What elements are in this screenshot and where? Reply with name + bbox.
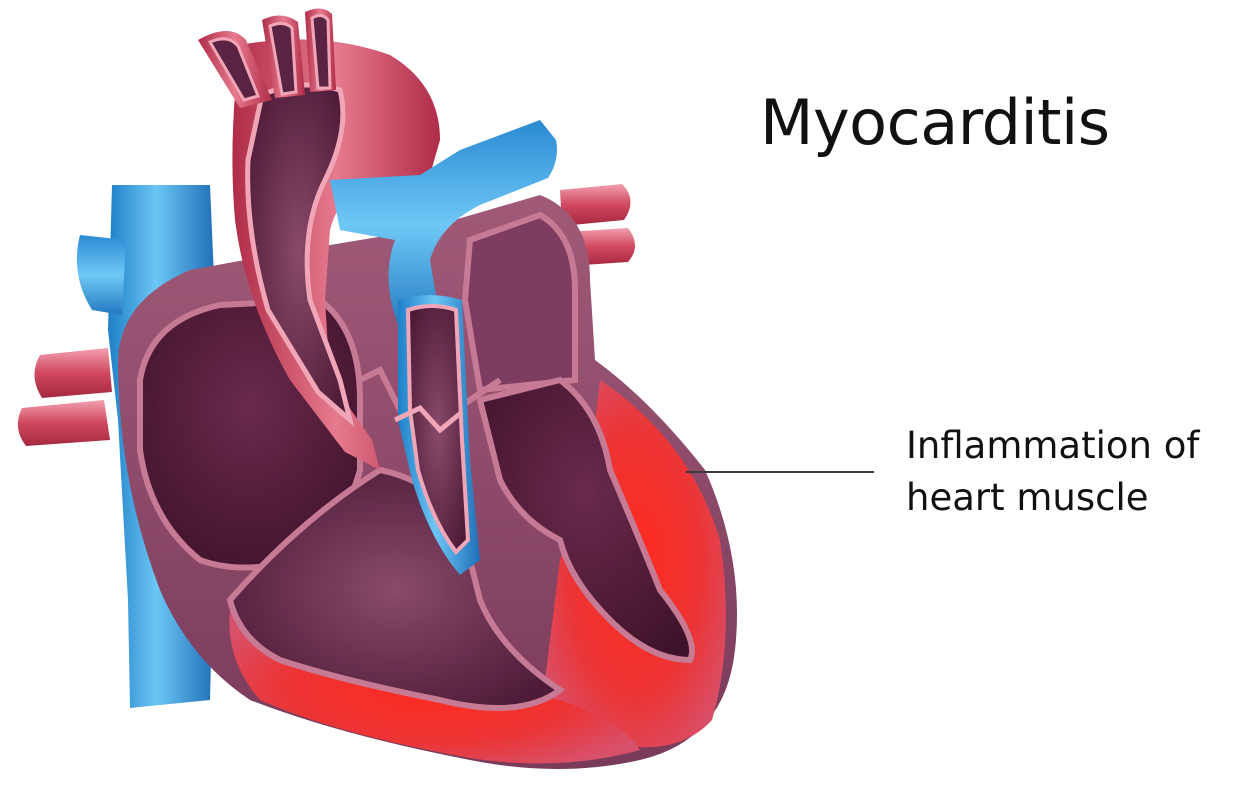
callout-label-line2: heart muscle: [906, 472, 1199, 524]
callout-label: Inflammation of heart muscle: [906, 420, 1199, 524]
left-atrium: [465, 215, 575, 390]
callout-leader-line: [686, 471, 874, 473]
callout-label-line1: Inflammation of: [906, 420, 1199, 472]
diagram-title: Myocarditis: [760, 86, 1110, 159]
pulmonary-veins-left: [18, 348, 112, 446]
